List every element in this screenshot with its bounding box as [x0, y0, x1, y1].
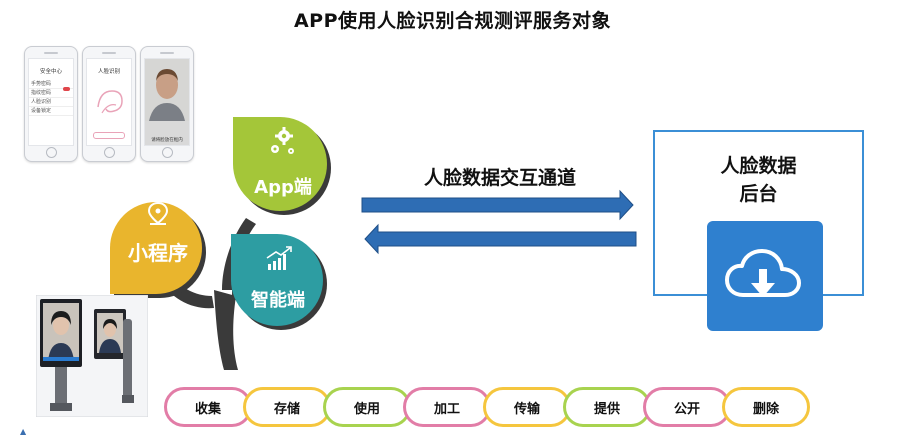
lifecycle-pill-delete: 删除 — [722, 387, 810, 427]
phone-speaker — [102, 52, 116, 54]
channel-label: 人脸数据交互通道 — [423, 167, 576, 189]
cloud-download-icon — [725, 249, 801, 297]
page-title: APP使用人脸识别合规测评服务对象 — [293, 10, 612, 32]
tree-stem — [214, 290, 238, 370]
phone-face-capture: 请将脸放在框内 — [140, 46, 194, 162]
lifecycle-pill-process: 加工 — [403, 387, 491, 427]
lifecycle-pill-disclose: 公开 — [643, 387, 731, 427]
lifecycle-pill-provide: 提供 — [563, 387, 651, 427]
cloud-tile — [707, 221, 823, 331]
lifecycle-pill-transmit: 传输 — [483, 387, 571, 427]
lifecycle-pill-collect: 收集 — [164, 387, 252, 427]
app-bubble — [233, 117, 331, 215]
smart-bubble-shape — [231, 234, 323, 326]
face-photo-icon — [145, 59, 189, 121]
lifecycle-pill-store: 存储 — [243, 387, 331, 427]
caret-icon: ▲ — [20, 427, 27, 436]
toggle-icon — [63, 87, 70, 91]
smart-bubble — [231, 234, 327, 330]
gears-icon — [271, 127, 294, 154]
phone-face-recognition: 人脸识别 — [82, 46, 136, 162]
map-pin-icon — [147, 201, 169, 225]
app-bubble-shape — [233, 117, 327, 211]
phone-caption: 请将脸放在框内 — [151, 138, 183, 143]
phone-home-button — [46, 147, 57, 158]
bar-chart-icon — [266, 246, 292, 270]
face-outline-icon — [97, 90, 123, 114]
lifecycle-pill-use: 使用 — [323, 387, 411, 427]
miniprogram-label: 小程序 — [128, 241, 188, 265]
phone-home-button — [104, 147, 115, 158]
action-button-shape — [93, 132, 125, 139]
backend-title-line1: 人脸数据 — [720, 155, 797, 177]
backend-box: 人脸数据 后台 — [653, 130, 864, 331]
phone-screen: 安全中心 手势密码 指纹密码 人脸识别 设备锁定 — [28, 58, 74, 146]
backend-title: 人脸数据 后台 — [655, 152, 862, 208]
phone-screen-title: 人脸识别 — [97, 69, 120, 75]
backend-title-line2: 后台 — [739, 183, 778, 205]
phone-home-button — [162, 147, 173, 158]
phone-list-row: 指纹密码 — [29, 89, 73, 98]
miniprogram-bubble — [110, 202, 206, 298]
face-terminal-devices — [36, 295, 148, 417]
phone-speaker — [44, 52, 58, 54]
phone-screen: 请将脸放在框内 — [144, 58, 190, 146]
smart-label: 智能端 — [251, 290, 305, 311]
phone-security-center: 安全中心 手势密码 指纹密码 人脸识别 设备锁定 — [24, 46, 78, 162]
phone-screen: 人脸识别 — [86, 58, 132, 146]
phone-screen-title: 安全中心 — [39, 69, 62, 75]
app-label: App端 — [254, 177, 312, 198]
phone-list-row: 设备锁定 — [29, 107, 73, 116]
phone-speaker — [160, 52, 174, 54]
miniprogram-bubble-shape — [110, 202, 202, 294]
phone-list-row: 手势密码 — [29, 80, 73, 89]
phone-list-row: 人脸识别 — [29, 98, 73, 107]
